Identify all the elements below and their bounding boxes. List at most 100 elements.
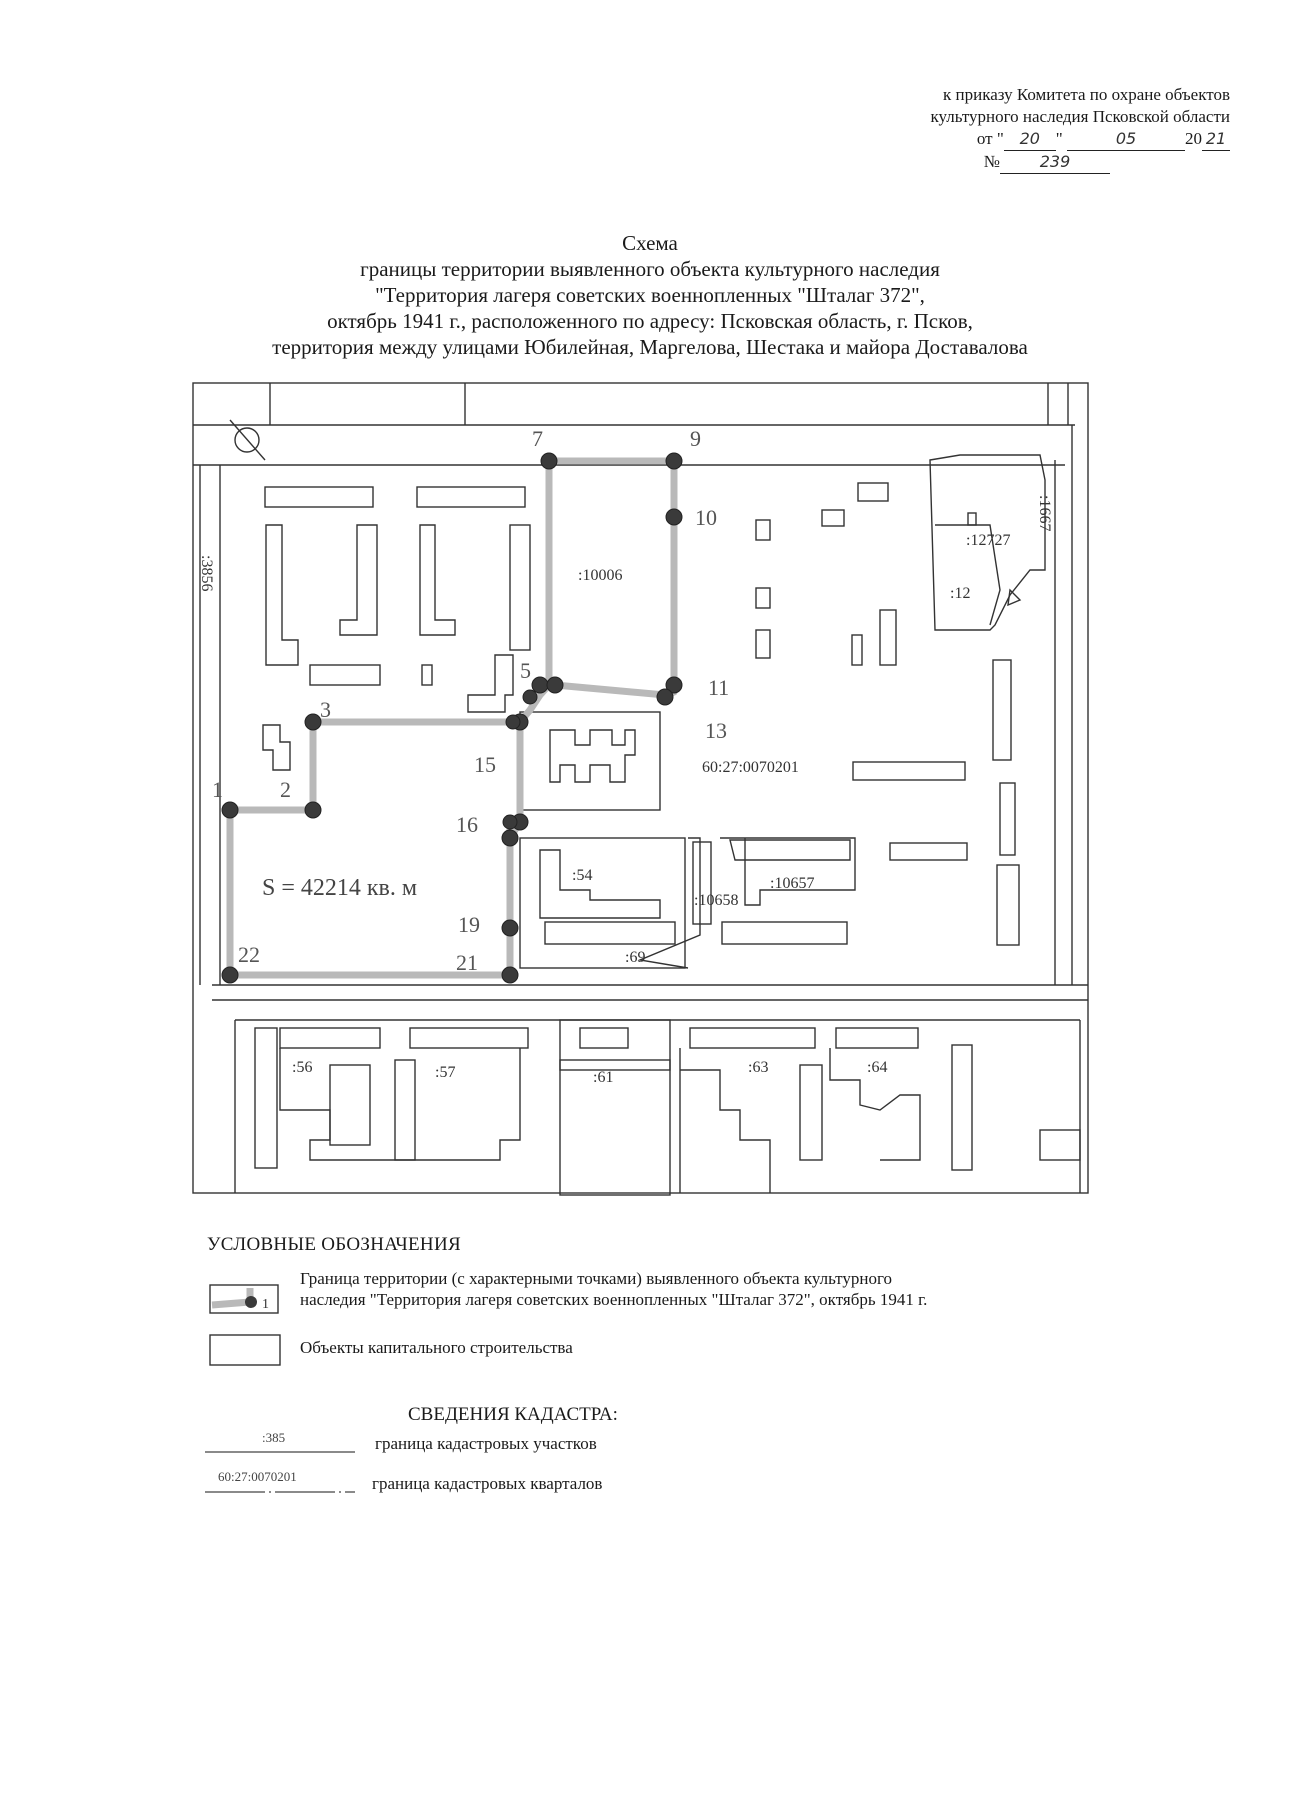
cadastre-title: СВЕДЕНИЯ КАДАСТРА: <box>408 1404 618 1425</box>
building <box>721 921 848 945</box>
building <box>544 921 676 945</box>
building <box>421 664 433 686</box>
legend-boundary-sample: 1 <box>209 1284 279 1314</box>
point-label-7: 7 <box>532 426 543 451</box>
parcel-label: :54 <box>572 867 592 884</box>
boundary-point-2 <box>304 801 322 819</box>
boundary-point-9 <box>665 452 683 470</box>
scheme-title: Схема границы территории выявленного объ… <box>150 230 1150 360</box>
building <box>262 724 291 771</box>
cadastre-parcel-text: граница кадастровых участков <box>375 1434 597 1453</box>
parcel-label: :61 <box>593 1069 613 1086</box>
boundary-point-18 <box>501 829 519 847</box>
legend-building-sample <box>209 1334 281 1366</box>
building <box>857 482 889 502</box>
boundary-point-3 <box>304 713 322 731</box>
area-label: S = 42214 кв. м <box>262 875 417 901</box>
building <box>992 659 1012 761</box>
building <box>879 609 897 666</box>
order-reference: к приказу Комитета по охране объектов ку… <box>760 84 1230 174</box>
building <box>967 512 977 526</box>
building <box>339 524 378 636</box>
building <box>409 1027 529 1049</box>
title-line-5: территория между улицами Юбилейная, Марг… <box>272 335 1028 359</box>
parcel-boundary <box>637 837 701 969</box>
point-label-15: 15 <box>474 752 496 777</box>
boundary-point-14 <box>505 714 521 730</box>
building <box>1039 1129 1081 1161</box>
building <box>821 509 845 527</box>
parcel-label: :10006 <box>578 567 622 584</box>
building <box>951 1044 973 1171</box>
map-frame <box>192 382 1089 1194</box>
building <box>419 524 456 636</box>
building <box>467 654 514 713</box>
parcel-boundary <box>720 837 856 906</box>
legend-buildings-text: Объекты капитального строительства <box>300 1338 573 1357</box>
boundary-point-10 <box>665 508 683 526</box>
building <box>889 842 968 861</box>
point-label-22: 22 <box>238 942 260 967</box>
title-line-1: Схема <box>622 231 678 255</box>
building <box>309 664 381 686</box>
parcel-label: :63 <box>748 1059 768 1076</box>
building <box>689 1027 816 1049</box>
cadastre-quarter-text: граница кадастровых кварталов <box>372 1474 603 1493</box>
parcel-boundary <box>559 1019 671 1196</box>
boundary-point-22 <box>221 966 239 984</box>
parcel-label: :57 <box>435 1064 455 1081</box>
point-label-11: 11 <box>708 675 729 700</box>
legend-title: УСЛОВНЫЕ ОБОЗНАЧЕНИЯ <box>207 1234 461 1255</box>
boundary-point-1 <box>221 801 239 819</box>
building <box>509 524 531 651</box>
building <box>851 634 863 666</box>
point-label-1: 1 <box>212 777 223 802</box>
building <box>755 519 771 541</box>
parcel-boundary <box>929 454 1046 631</box>
boundary-point-7 <box>540 452 558 470</box>
order-number-value: 239 <box>1000 151 1110 174</box>
title-line-4: октябрь 1941 г., расположенного по адрес… <box>327 309 973 333</box>
boundary-point-17 <box>502 814 518 830</box>
compass-icon <box>234 427 260 453</box>
date-month: 05 <box>1067 128 1185 151</box>
point-label-2: 2 <box>280 777 291 802</box>
quarter-label: 60:27:0070201 <box>702 759 799 776</box>
parcel-boundary <box>679 1048 771 1193</box>
boundary-point-5 <box>531 676 549 694</box>
parcel-boundary <box>829 1048 921 1161</box>
title-line-2: границы территории выявленного объекта к… <box>360 257 940 281</box>
building <box>549 729 636 783</box>
parcel-label: :69 <box>625 949 645 966</box>
svg-text:1: 1 <box>262 1297 269 1312</box>
title-line-3: "Территория лагеря советских военнопленн… <box>375 283 925 307</box>
point-label-21: 21 <box>456 950 478 975</box>
parcel-label: :10658 <box>694 892 738 909</box>
cadastre-parcel-sample: :385 <box>262 1430 285 1445</box>
building <box>264 486 374 508</box>
parcel-label: :12727 <box>966 532 1010 549</box>
parcel-label: :56 <box>292 1059 312 1076</box>
compass-icon <box>229 419 266 461</box>
building <box>559 1059 671 1071</box>
date-year: 21 <box>1202 128 1230 151</box>
building <box>394 1059 416 1161</box>
boundary-point-11 <box>665 676 683 694</box>
boundary-point-19 <box>501 919 519 937</box>
point-label-5: 5 <box>520 658 531 683</box>
boundary-point-6 <box>546 676 564 694</box>
parcel-boundary <box>519 837 686 969</box>
building <box>579 1027 629 1049</box>
building <box>999 782 1016 856</box>
legend-boundary-text: Граница территории (с характерными точка… <box>300 1269 928 1309</box>
point-label-3: 3 <box>320 697 331 722</box>
parcel-boundary <box>1007 588 1022 607</box>
point-label-16: 16 <box>456 812 478 837</box>
order-line-1: к приказу Комитета по охране объектов <box>943 85 1230 104</box>
building <box>799 1064 823 1161</box>
building <box>755 587 771 609</box>
parcel-label: :10657 <box>770 875 814 892</box>
building <box>835 1027 919 1049</box>
